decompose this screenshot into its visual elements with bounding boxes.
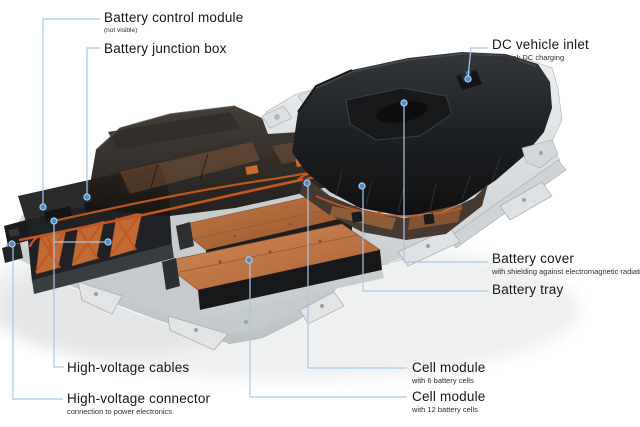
dot-cell-module-6 bbox=[303, 179, 311, 187]
callout-high-voltage-cables: High-voltage cables bbox=[67, 360, 189, 375]
leader-cell-module-12 bbox=[249, 263, 407, 398]
callout-title: Battery tray bbox=[492, 282, 564, 297]
callout-battery-control-module: Battery control module (not visible) bbox=[104, 10, 243, 35]
callout-high-voltage-connector: High-voltage connector connection to pow… bbox=[67, 391, 210, 416]
dot-battery-junction-box bbox=[83, 193, 91, 201]
leader-high-voltage-connector bbox=[12, 247, 63, 400]
callout-cell-module-12: Cell module with 12 battery cells bbox=[412, 389, 485, 414]
dot-cell-module-12 bbox=[245, 256, 253, 264]
callout-battery-tray: Battery tray bbox=[492, 282, 563, 297]
callout-subtitle: connection to power electronics bbox=[67, 407, 173, 416]
callout-subtitle: (not visible) bbox=[104, 27, 138, 34]
callout-title: DC vehicle inlet bbox=[492, 37, 589, 52]
dot-high-voltage-cables bbox=[50, 217, 58, 225]
callout-subtitle: for quick DC charging bbox=[492, 53, 565, 62]
callout-subtitle: with 6 battery cells bbox=[412, 376, 474, 385]
callout-subtitle: with 12 battery cells bbox=[412, 405, 478, 414]
callout-subtitle: with shielding against electromagnetic r… bbox=[492, 267, 640, 276]
callout-marker-dots bbox=[8, 75, 472, 264]
leader-battery-junction-box bbox=[86, 47, 100, 194]
leader-dc-vehicle-inlet bbox=[467, 47, 488, 78]
leader-lines bbox=[12, 18, 488, 400]
dot-high-voltage-cables-branch bbox=[104, 238, 112, 246]
callout-battery-cover: Battery cover with shielding against ele… bbox=[492, 251, 640, 276]
leader-cell-module-6 bbox=[307, 186, 407, 369]
leader-high-voltage-cables bbox=[53, 224, 64, 368]
callout-title: High-voltage connector bbox=[67, 391, 211, 406]
leader-battery-control-module bbox=[42, 18, 100, 204]
callout-cell-module-6: Cell module with 6 battery cells bbox=[412, 360, 485, 385]
dot-high-voltage-connector bbox=[8, 240, 16, 248]
callout-dc-vehicle-inlet: DC vehicle inlet for quick DC charging bbox=[492, 37, 589, 62]
dot-battery-control-module bbox=[39, 203, 47, 211]
dot-dc-vehicle-inlet bbox=[464, 75, 472, 83]
callout-title: Battery control module bbox=[104, 10, 244, 25]
dot-battery-cover bbox=[400, 99, 408, 107]
callout-title: Battery cover bbox=[492, 251, 575, 266]
dot-battery-tray bbox=[358, 182, 366, 190]
leader-battery-tray bbox=[362, 189, 488, 292]
callout-title: Cell module bbox=[412, 360, 486, 375]
callout-battery-junction-box: Battery junction box bbox=[104, 41, 227, 56]
callout-title: Battery junction box bbox=[104, 41, 227, 56]
leader-battery-cover bbox=[403, 106, 488, 263]
callout-title: High-voltage cables bbox=[67, 360, 190, 375]
callout-title: Cell module bbox=[412, 389, 486, 404]
